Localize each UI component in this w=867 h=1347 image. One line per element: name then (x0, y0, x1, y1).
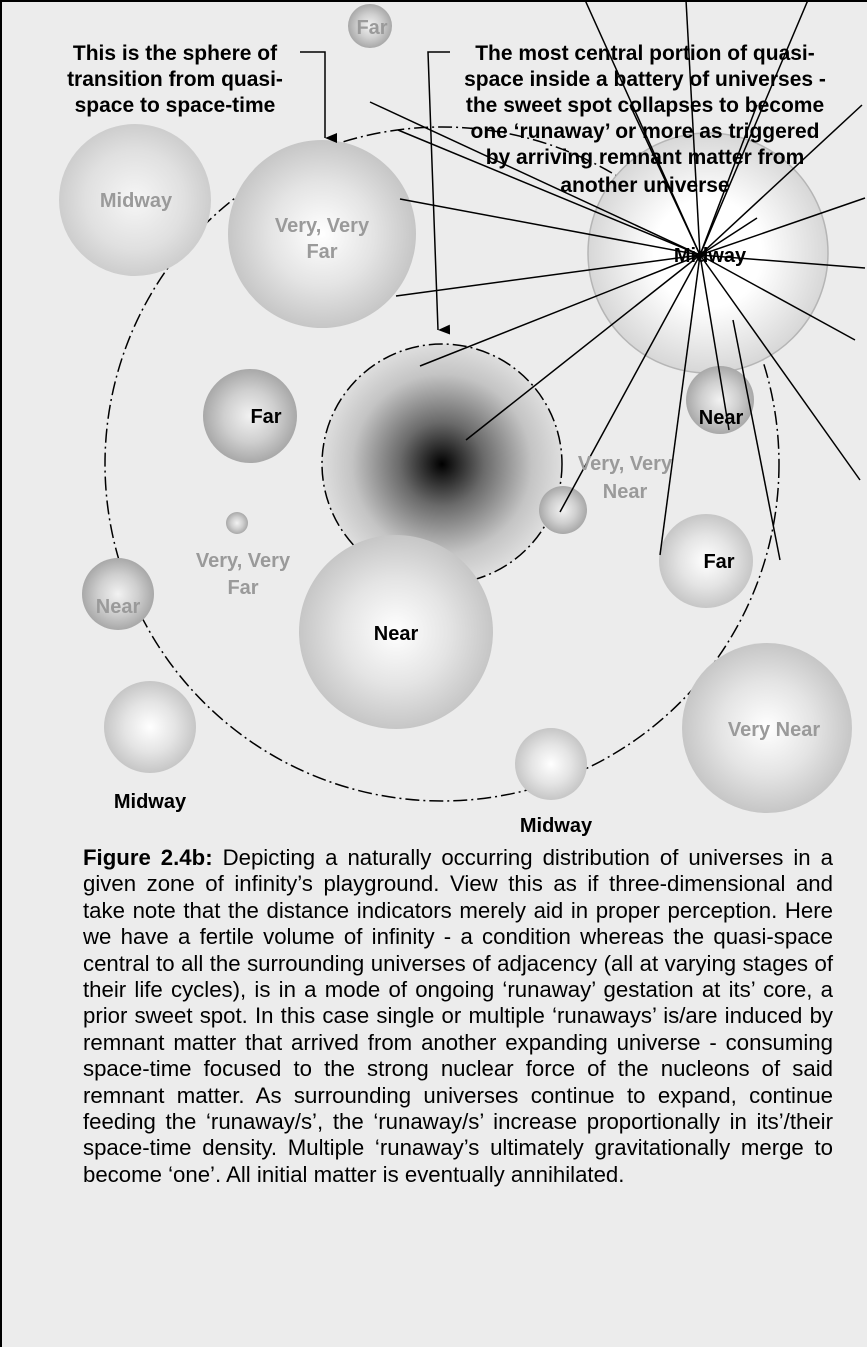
inner-sphere-outline (321, 343, 563, 585)
universe-label-far-left: Far (250, 406, 281, 428)
universe-distribution-diagram: This is the sphere of transition from qu… (59, 0, 866, 837)
caption-text: Depicting a naturally occurring distribu… (83, 845, 833, 1187)
central-annotation-line-5: by arriving remnant matter from (486, 146, 805, 169)
figure-label: Figure 2.4b: (83, 845, 213, 870)
universe-near-center (299, 535, 493, 729)
figure-caption: Figure 2.4b: Depicting a naturally occur… (83, 845, 833, 1188)
runaway-core (322, 344, 562, 584)
central-annotation-line-4: one ‘runaway’ or more as triggered (471, 120, 820, 143)
universe-label-very-very-far-small-2: Far (227, 577, 258, 599)
universe-far-right (659, 514, 753, 608)
frame-left-border (0, 0, 2, 1347)
central-annotation-line-1: The most central portion of quasi- (475, 42, 815, 65)
universe-label-very-very-near-1: Very, Very (578, 453, 673, 475)
universe-midway-bottom-left (104, 681, 196, 773)
universe-label-midway-bottom: Midway (520, 815, 593, 837)
universe-near-right (686, 366, 754, 434)
transition-annotation: This is the sphere of transition from qu… (67, 42, 283, 117)
universe-label-near-center: Near (374, 623, 419, 645)
radiating-lines (369, 0, 866, 561)
transition-annotation-pointer (300, 51, 337, 143)
universe-near-left (82, 558, 154, 630)
universe-label-very-very-far-top-1: Very, Very (275, 215, 370, 237)
universe-label-midway-left: Midway (100, 190, 173, 212)
central-annotation-line-2: space inside a battery of universes - (464, 68, 826, 91)
universe-far-small-top (348, 4, 392, 48)
universe-label-near-left: Near (96, 596, 141, 618)
central-annotation-line-3: the sweet spot collapses to become (466, 94, 824, 117)
frame-top-border (0, 0, 867, 2)
universe-label-far-top: Far (356, 17, 387, 39)
universe-very-near (682, 643, 852, 813)
transition-annotation-line-1: This is the sphere of (73, 42, 278, 65)
universe-midway-left (59, 124, 211, 276)
universe-far-left (203, 369, 297, 463)
universe-very-very-near (539, 486, 587, 534)
universe-label-far-right: Far (703, 551, 734, 573)
universe-label-near-right: Near (699, 407, 744, 429)
universe-label-very-near: Very Near (728, 719, 821, 741)
universe-label-very-very-far-small-1: Very, Very (196, 550, 291, 572)
transition-annotation-line-2: transition from quasi- (67, 68, 283, 91)
universe-very-very-far-tiny (226, 512, 248, 534)
universe-label-very-very-far-top-2: Far (306, 241, 337, 263)
universe-label-very-very-near-2: Near (603, 481, 648, 503)
central-annotation-pointer (427, 51, 451, 335)
universe-midway-bottom (515, 728, 587, 800)
universe-label-midway-top-right: Midway (674, 245, 747, 267)
central-annotation: The most central portion of quasi- space… (464, 42, 826, 197)
central-annotation-line-6: another universe (560, 174, 729, 197)
transition-annotation-line-3: space to space-time (75, 94, 276, 117)
sphere-of-transition-outline (104, 126, 780, 802)
universe-label-midway-bottom-left: Midway (114, 791, 187, 813)
universe-very-very-far-top (228, 140, 416, 328)
